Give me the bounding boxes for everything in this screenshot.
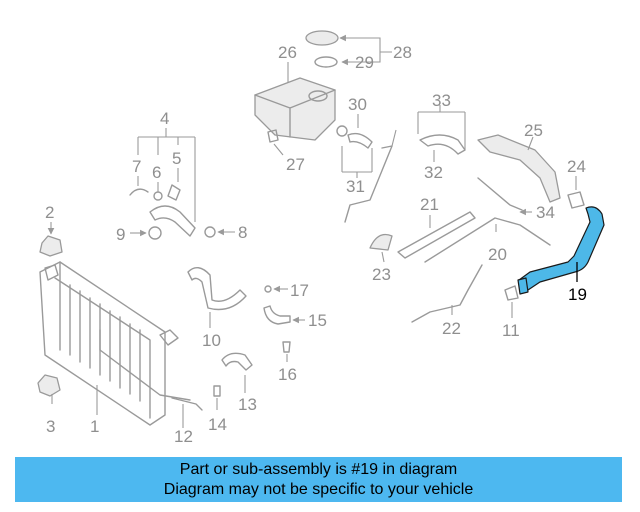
callout-26: 26	[278, 43, 297, 62]
callout-22: 22	[442, 319, 461, 338]
callout-27: 27	[286, 155, 305, 174]
callout-15: 15	[308, 311, 327, 330]
callout-20: 20	[488, 245, 507, 264]
hose-part-15	[263, 305, 291, 325]
pipe-part-18	[344, 145, 393, 223]
clip-part-17	[264, 285, 272, 293]
banner-line-2: Diagram may not be specific to your vehi…	[163, 481, 474, 498]
clamp-part-9	[148, 226, 162, 240]
small-hose-parts-4-7	[129, 184, 196, 237]
hose-part-32	[419, 134, 466, 155]
callout-32: 32	[424, 163, 443, 182]
hose-part-30	[336, 125, 373, 149]
callout-12: 12	[174, 427, 193, 446]
group-leader-4	[137, 128, 196, 222]
plug-part-14	[213, 385, 221, 397]
callout-33: 33	[432, 91, 451, 110]
mount-part-3	[37, 374, 61, 397]
banner-line-1: Part or sub-assembly is #19 in diagram	[179, 461, 458, 478]
group-leader-33	[417, 105, 466, 150]
clamp-part-11	[504, 285, 519, 301]
callout-17: 17	[290, 281, 309, 300]
plug-part-16	[282, 341, 291, 353]
callout-14: 14	[208, 415, 227, 434]
callout-23: 23	[372, 265, 391, 284]
bracket-part-2	[39, 235, 63, 257]
highlighted-hose-part-19	[517, 206, 605, 295]
callout-13: 13	[238, 395, 257, 414]
callout-5: 5	[172, 149, 181, 168]
callout-25: 25	[524, 121, 543, 140]
pipe-part-20	[424, 217, 551, 263]
cap-part-28	[305, 30, 339, 46]
callout-4: 4	[160, 109, 169, 128]
callout-31: 31	[346, 177, 365, 196]
pipe-part-22	[411, 264, 483, 323]
fitting-part-24	[567, 191, 585, 209]
callout-34: 34	[536, 203, 555, 222]
seal-part-29	[314, 56, 338, 68]
cap-part-27	[267, 129, 279, 143]
callout-8: 8	[238, 223, 247, 242]
callout-7: 7	[132, 157, 141, 176]
callout-6: 6	[152, 163, 161, 182]
clamp-part-8	[204, 226, 216, 238]
callout-10: 10	[202, 331, 221, 350]
callout-1: 1	[90, 417, 99, 436]
callout-29: 29	[355, 53, 374, 72]
group-leader-28	[342, 37, 392, 63]
pipe-part-12	[171, 397, 203, 411]
pipe-part-34	[477, 177, 523, 211]
hose-part-13	[221, 352, 253, 371]
pipe-assembly-part-25	[477, 134, 561, 203]
callout-11: 11	[502, 321, 520, 340]
pipe-part-21	[397, 211, 476, 259]
group-leader-31	[341, 146, 373, 178]
info-banner: Part or sub-assembly is #19 in diagram D…	[15, 457, 622, 502]
radiator-part	[39, 261, 191, 426]
callout-3: 3	[46, 417, 55, 436]
callout-21: 21	[420, 195, 439, 214]
hose-part-10	[187, 267, 247, 311]
callout-30: 30	[348, 95, 367, 114]
callout-16: 16	[278, 365, 297, 384]
callout-19: 19	[568, 285, 587, 304]
callout-28: 28	[393, 43, 412, 62]
callout-24: 24	[567, 157, 586, 176]
bracket-part-23	[369, 233, 393, 251]
reservoir-part-26	[254, 77, 336, 141]
callout-2: 2	[45, 203, 54, 222]
callout-9: 9	[116, 225, 125, 244]
